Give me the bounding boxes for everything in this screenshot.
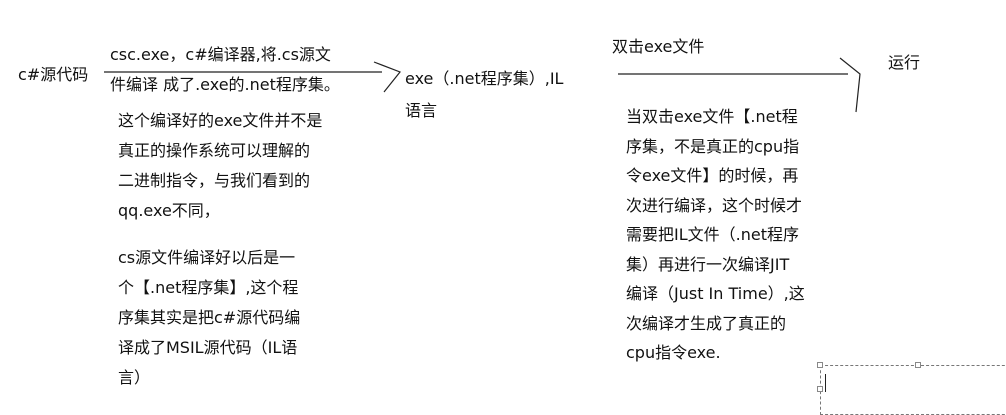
msil-note-line: 个【.net程序集】,这个程: [118, 278, 299, 297]
jit-note-line: 序集，不是真正的cpu指: [626, 136, 800, 156]
jit-note-line: 次进行编译，这个时候才: [626, 195, 803, 215]
jit-note-line: 需要把IL文件（.net程序: [626, 225, 799, 244]
arrow2-label: 双击exe文件: [612, 37, 705, 56]
run-label: 运行: [888, 53, 921, 72]
msil-note-line: 序集其实是把c#源代码编: [118, 308, 301, 327]
msil-note: cs源文件编译好以后是一 个【.net程序集】,这个程 序集其实是把c#源代码编…: [118, 243, 300, 393]
msil-note-line: 言）: [118, 368, 151, 387]
diagram-lines: [104, 57, 861, 113]
jit-note-line: 令exe文件】的时候，再: [626, 166, 799, 185]
jit-note-line: 次编译才生成了真正的: [626, 313, 787, 333]
arrow2-head: [839, 57, 861, 113]
arrow1-label-line1: csc.exe，c#编译器,将.cs源文: [110, 45, 331, 64]
text-cursor: [825, 374, 826, 392]
msil-note-line: 译成了MSIL源代码（IL语: [118, 338, 298, 357]
jit-note-line: 当双击exe文件【.net程: [626, 107, 798, 126]
arrow1-label-line2: 件编译 成了.exe的.net程序集。: [110, 75, 340, 94]
jit-note-line: 集）再进行一次编译JIT: [626, 254, 790, 274]
arrow1-head: [373, 61, 401, 93]
jit-note: 当双击exe文件【.net程 序集，不是真正的cpu指 令exe文件】的时候，再…: [626, 102, 805, 368]
compile-note-line: qq.exe不同，: [118, 201, 220, 220]
jit-note-line: cpu指令exe.: [626, 343, 721, 362]
selected-text-box[interactable]: [817, 362, 1006, 415]
compile-note-line: 二进制指令，与我们看到的: [118, 171, 311, 190]
resize-handle[interactable]: [817, 362, 823, 368]
exe-assembly-label-line1: exe（.net程序集）,IL: [405, 69, 564, 88]
resize-handle[interactable]: [817, 386, 823, 392]
resize-handle[interactable]: [915, 362, 921, 368]
source-code-label: c#源代码: [18, 65, 89, 84]
compile-note: 这个编译好的exe文件并不是 真正的操作系统可以理解的 二进制指令，与我们看到的…: [118, 106, 322, 226]
exe-assembly-label-line2: 语言: [405, 101, 438, 120]
compile-note-line: 这个编译好的exe文件并不是: [118, 111, 323, 130]
compile-note-line: 真正的操作系统可以理解的: [118, 141, 311, 160]
msil-note-line: cs源文件编译好以后是一: [118, 248, 296, 267]
jit-note-line: 编译（Just In Time）,这: [626, 284, 805, 303]
